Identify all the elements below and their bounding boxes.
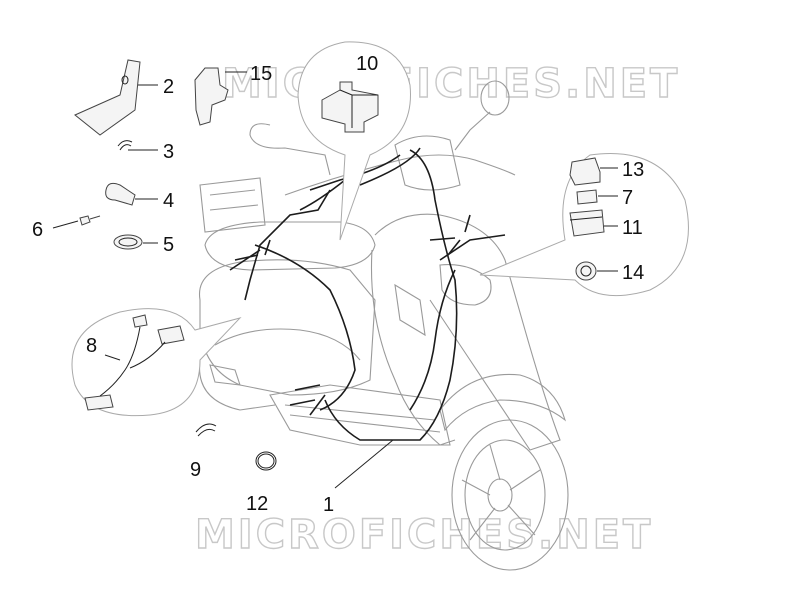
label-9: 9 [190, 459, 201, 481]
fuse-callout [479, 152, 689, 297]
relay-callout [297, 41, 411, 241]
label-2: 2 [163, 76, 174, 98]
watermark-bottom: MICROFICHES.NET [195, 512, 653, 558]
label-3: 3 [163, 141, 174, 163]
o-ring-icon [255, 451, 277, 471]
connector-b-icon [157, 325, 185, 345]
wire-harness [229, 147, 506, 441]
leader-lines [52, 71, 618, 489]
scooter-body [198, 80, 569, 571]
connector-c-icon [84, 394, 114, 411]
plate-bracket-icon [194, 67, 229, 126]
label-1: 1 [323, 494, 334, 516]
label-7: 7 [622, 187, 633, 209]
connector-a-icon [132, 314, 148, 328]
screw-icon [79, 215, 101, 226]
fuse-icon [576, 189, 598, 205]
label-14: 14 [622, 262, 644, 284]
sensor-callout [71, 308, 242, 417]
watermark-top: MICROFICHES.NET [222, 61, 680, 107]
label-6: 6 [32, 219, 43, 241]
clip-small-icon [195, 423, 217, 433]
label-4: 4 [163, 190, 174, 212]
label-5: 5 [163, 234, 174, 256]
clip-icon [117, 140, 133, 147]
bulb-socket-icon [575, 261, 597, 281]
fuse-holder-icon [569, 209, 605, 237]
label-8: 8 [86, 335, 97, 357]
cable-tie-icon [113, 234, 143, 250]
bracket-icon [74, 59, 141, 136]
cable-clamp-icon [105, 182, 136, 206]
label-13: 13 [622, 159, 644, 181]
fuse-box-cover-icon [569, 157, 601, 186]
label-15: 15 [250, 63, 272, 85]
label-12: 12 [246, 493, 268, 515]
label-11: 11 [622, 217, 643, 239]
label-10: 10 [356, 53, 378, 75]
